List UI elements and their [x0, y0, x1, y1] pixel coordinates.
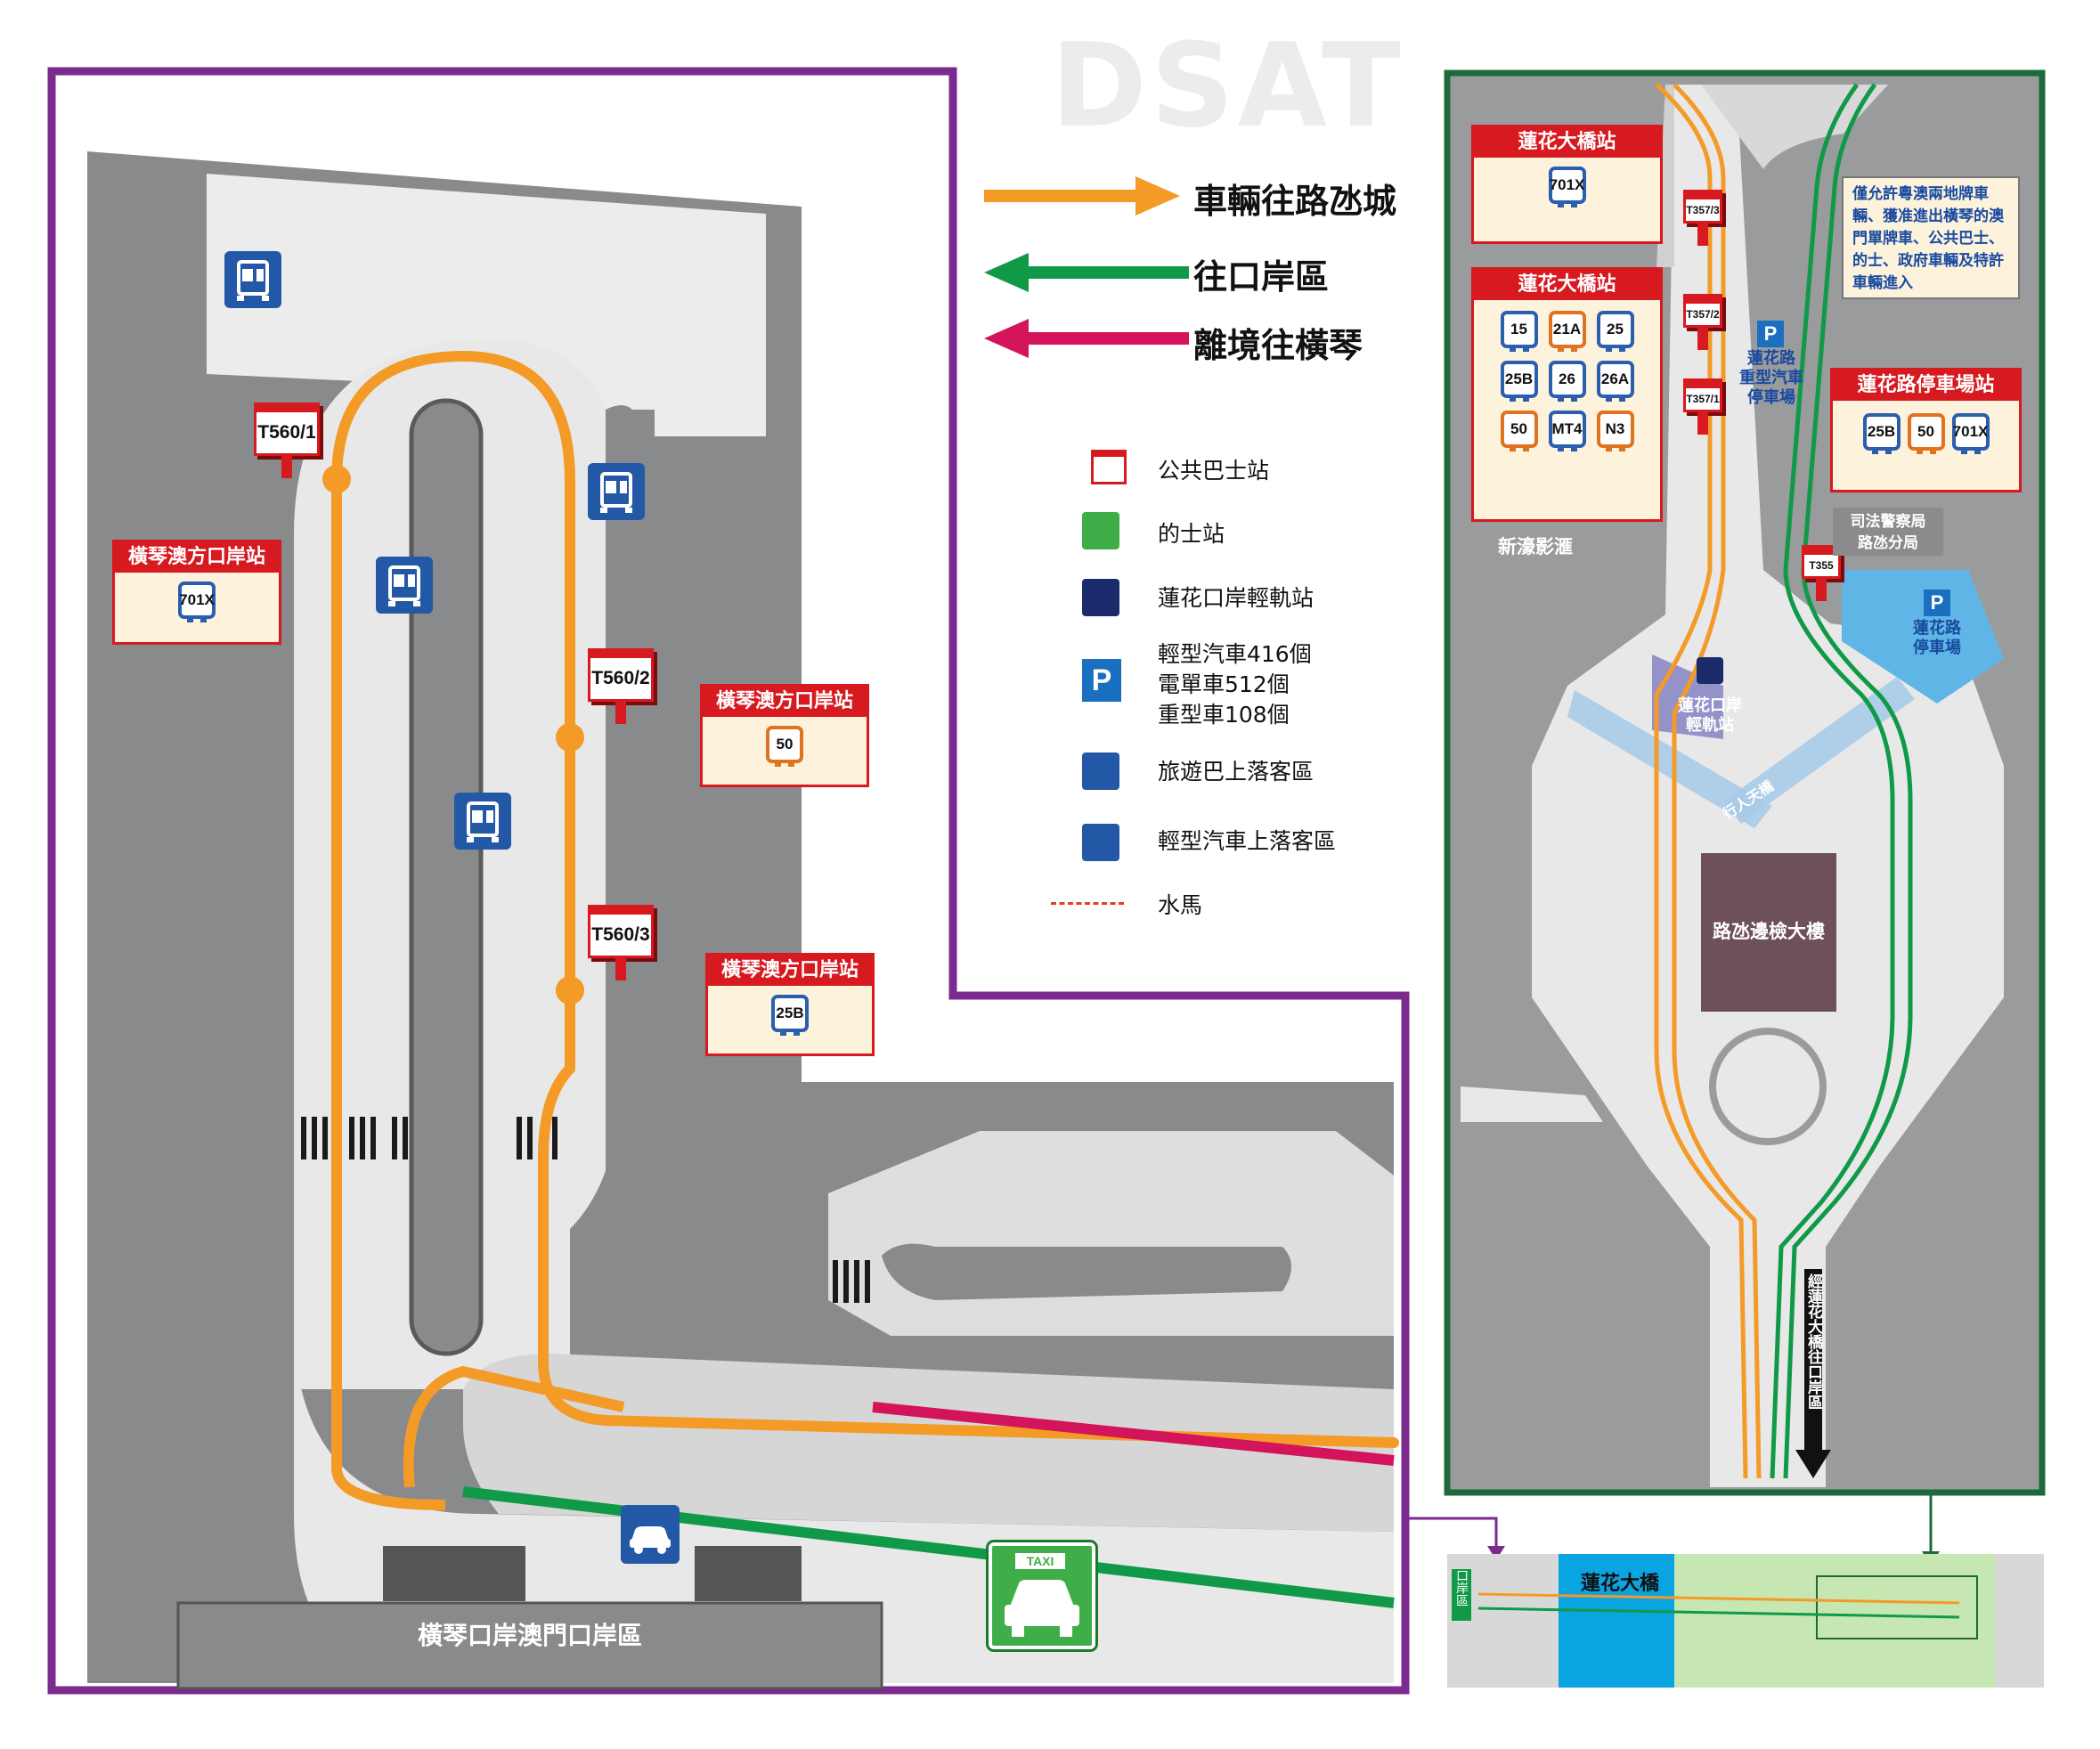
watermark: DSAT [1051, 18, 1404, 153]
stop-box: 橫琴澳方口岸站 50 [700, 684, 869, 787]
bus-stop-sign: T357/1 [1683, 378, 1722, 435]
bus-stop-sign: T357/2 [1683, 294, 1722, 350]
lrt-icon [1082, 579, 1119, 616]
route-badge: 26A [1596, 361, 1634, 402]
barrier-line [1051, 902, 1124, 905]
route-badge: 701X [1548, 167, 1586, 207]
bus-stop-sign: T357/3 [1683, 190, 1722, 246]
port-building-label: 橫琴口岸澳門口岸區 [417, 1621, 642, 1650]
legend-arrows [984, 176, 1189, 358]
tour-bus-icon [224, 251, 281, 308]
route-badge: 26 [1548, 361, 1586, 402]
route-badge: 25B [1862, 413, 1901, 454]
police-line: 司法警察局 [1850, 513, 1926, 531]
car-dropoff-icon [621, 1505, 680, 1564]
police-line: 路氹分局 [1858, 534, 1918, 552]
border-building-label: 路氹邊檢大樓 [1713, 921, 1825, 942]
key-taxi: 的士站 [1158, 521, 1225, 547]
taxi-icon [1082, 512, 1119, 549]
bus-stop-icon [1091, 450, 1127, 484]
stop-box: 橫琴澳方口岸站 701X [112, 540, 281, 645]
route-badge: N3 [1596, 411, 1634, 451]
route-badge: 50 [766, 726, 803, 767]
route-badge: 25B [1500, 361, 1538, 402]
tour-bus-icon [588, 463, 645, 520]
stop-box: 蓮花大橋站 15 21A 25 25B 26 26A 50 MT4 N3 [1471, 267, 1663, 522]
route-badge: 50 [1907, 413, 1945, 454]
inset-port-label: 口岸區 [1454, 1569, 1469, 1607]
lrt-label: 蓮花口岸 輕軌站 [1665, 696, 1754, 736]
via-bridge-label: 經蓮花大橋往口岸區 [1804, 1273, 1822, 1410]
bus-stop-sign: T560/3 [588, 905, 654, 980]
parking-moto: 電單車512個 [1158, 671, 1290, 697]
stop-box: 蓮花路停車場站 25B 50 701X [1830, 368, 2022, 492]
stop-name: 蓮花大橋站 [1474, 127, 1660, 158]
parking-heavy: 重型車108個 [1158, 702, 1290, 728]
route-badge: 701X [1951, 413, 1990, 454]
stop-name: 橫琴澳方口岸站 [115, 542, 279, 573]
route-badge: 15 [1500, 311, 1538, 352]
access-note: 僅允許粵澳兩地牌車輛、獲准進出橫琴的澳門單牌車、公共巴士、的士、政府車輛及特許車… [1842, 176, 2020, 299]
lrt-line: 輕軌站 [1686, 716, 1734, 735]
key-barrier: 水馬 [1158, 892, 1203, 918]
key-car-dropoff: 輕型汽車上落客區 [1158, 828, 1337, 854]
stop-box: 蓮花大橋站 701X [1471, 125, 1663, 244]
key-parking: 輕型汽車416個 電單車512個 重型車108個 [1158, 639, 1312, 730]
stop-box: 橫琴澳方口岸站 25B [705, 953, 875, 1056]
bus-stop-sign: T560/2 [588, 648, 654, 724]
stop-name: 蓮花路停車場站 [1833, 370, 2019, 401]
bus-stop-sign: T560/1 [254, 403, 320, 478]
lrt-icon [1697, 657, 1723, 684]
lotus-parking-line: 蓮花路 [1913, 619, 1961, 638]
parking-icon: P [1082, 659, 1121, 702]
lotus-parking-line: 停車場 [1913, 639, 1961, 657]
taxi-text: TAXI [1015, 1553, 1065, 1569]
heavy-parking-label: 蓮花路 重型汽車 停車場 [1719, 349, 1824, 408]
stop-name: 蓮花大橋站 [1474, 270, 1660, 300]
stop-name: 橫琴澳方口岸站 [708, 956, 872, 986]
legend-to-hengqin: 離境往橫琴 [1193, 326, 1363, 365]
route-badge: MT4 [1548, 411, 1586, 451]
stop-name: 橫琴澳方口岸站 [703, 687, 867, 717]
heavy-parking-line: 重型汽車 [1739, 369, 1803, 387]
key-tour-bus: 旅遊巴上落客區 [1158, 759, 1315, 785]
heavy-parking-line: 蓮花路 [1747, 349, 1795, 368]
xinhao-label: 新濠影滙 [1498, 536, 1573, 557]
route-badge: 50 [1500, 411, 1538, 451]
tour-bus-icon [376, 557, 433, 614]
lrt-line: 蓮花口岸 [1678, 696, 1742, 715]
route-badge: 25B [771, 995, 809, 1036]
key-lrt: 蓮花口岸輕軌站 [1158, 585, 1315, 611]
key-bus-stop: 公共巴士站 [1158, 458, 1270, 484]
parking-icon: P [1924, 590, 1950, 616]
legend-to-cotai: 車輛往路氹城 [1193, 182, 1397, 221]
tour-bus-icon [1082, 752, 1119, 790]
taxi-stand-icon: TAXI [986, 1540, 1098, 1652]
lotus-parking-label: 蓮花路 停車場 [1888, 619, 1986, 658]
tour-bus-icon [454, 793, 511, 850]
legend-to-port: 往口岸區 [1193, 257, 1330, 297]
route-badge: 21A [1548, 311, 1586, 352]
route-badge: 701X [178, 582, 216, 622]
inset-bridge-label: 蓮花大橋 [1581, 1573, 1660, 1595]
heavy-parking-line: 停車場 [1747, 388, 1795, 407]
parking-light: 輕型汽車416個 [1158, 641, 1312, 667]
parking-icon: P [1757, 321, 1784, 347]
route-badge: 25 [1596, 311, 1634, 352]
police-label: 司法警察局 路氹分局 [1833, 508, 1943, 556]
car-icon [1082, 824, 1119, 861]
